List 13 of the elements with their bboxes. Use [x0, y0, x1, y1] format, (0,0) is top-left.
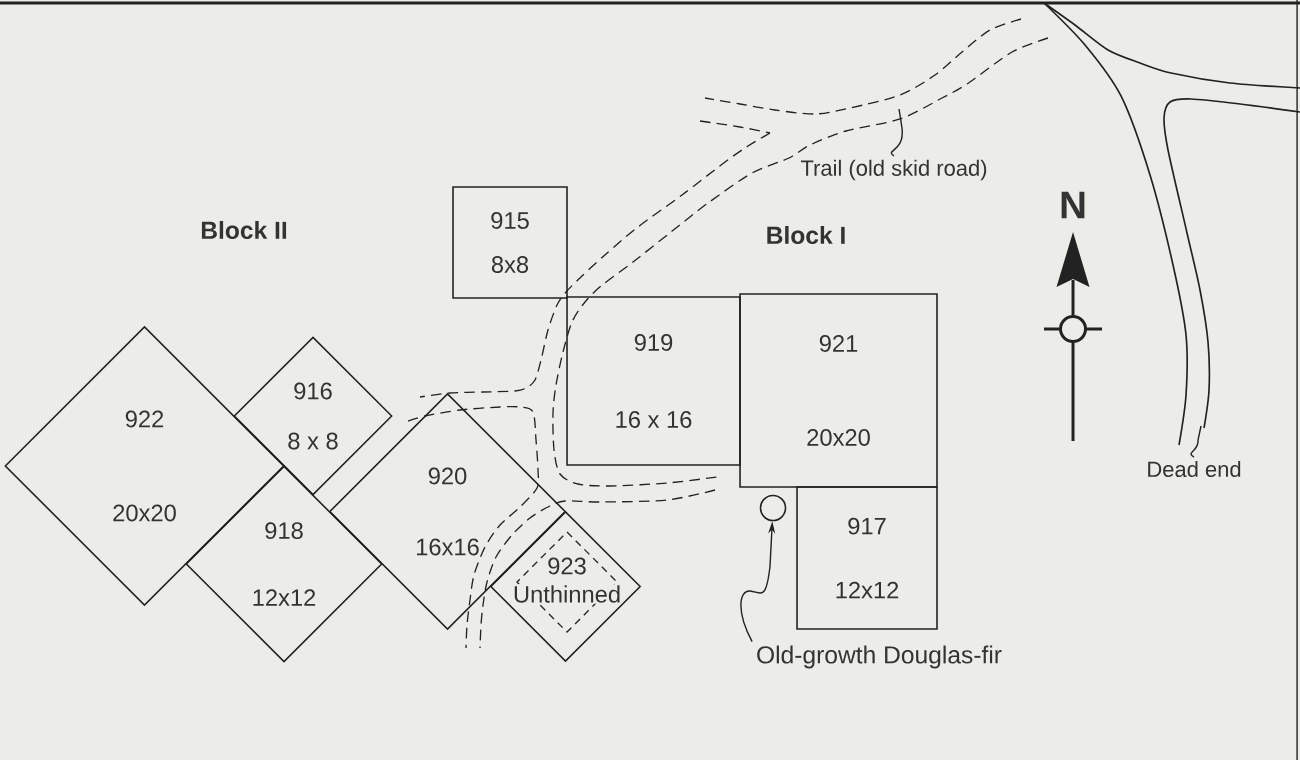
leader-line [1190, 425, 1202, 458]
callout-label: Old-growth Douglas-fir [757, 645, 1002, 669]
plot-box: 915 8x8 [452, 186, 568, 299]
plot-box: 917 12x12 [796, 486, 938, 630]
leader-line [890, 108, 903, 157]
callout-label: Trail (old skid road) [800, 159, 987, 181]
north-letter: N [1061, 191, 1085, 219]
callout-label: Dead end [1148, 460, 1241, 478]
block-label: Block I [767, 225, 845, 245]
plot-box: 919 16 x 16 [566, 296, 741, 466]
block-label: Block II [201, 220, 287, 240]
circle-marker [759, 494, 787, 522]
plot-box: 921 20x20 [739, 293, 938, 488]
